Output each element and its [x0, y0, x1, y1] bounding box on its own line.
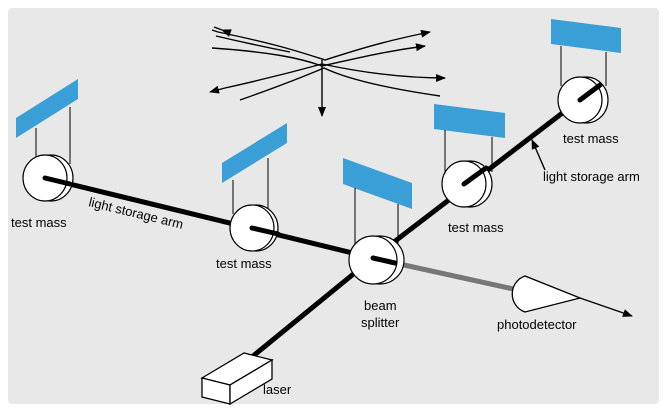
mirror-middle	[222, 123, 287, 214]
test-mass-middle-label: test mass	[216, 256, 272, 271]
diagram-background	[8, 8, 659, 404]
beam-splitter-label-line2: splitter	[361, 315, 400, 330]
test-mass-right-inner-label: test mass	[448, 220, 504, 235]
mirror-beamsplitter	[343, 158, 412, 244]
test-mass-left-label: test mass	[11, 215, 67, 230]
test-mass-right-outer-label: test mass	[563, 131, 619, 146]
laser-beam	[233, 255, 376, 373]
mirror-right-outer	[551, 19, 621, 86]
mirror-right-inner	[434, 104, 505, 172]
light-storage-arm-right-label: light storage arm	[543, 169, 640, 184]
photodetector-label: photodetector	[497, 317, 577, 332]
photodetector-output-arrow	[579, 297, 633, 317]
output-beam	[392, 260, 521, 293]
left-arm	[42, 175, 376, 261]
gravitational-wave-icon	[209, 26, 446, 117]
laser-icon	[200, 352, 274, 406]
arm-pointer-arrow	[531, 139, 546, 171]
beam-splitter-label-line1: beam	[364, 298, 397, 313]
laser-label: laser	[263, 382, 292, 397]
photodetector-icon	[511, 275, 583, 313]
